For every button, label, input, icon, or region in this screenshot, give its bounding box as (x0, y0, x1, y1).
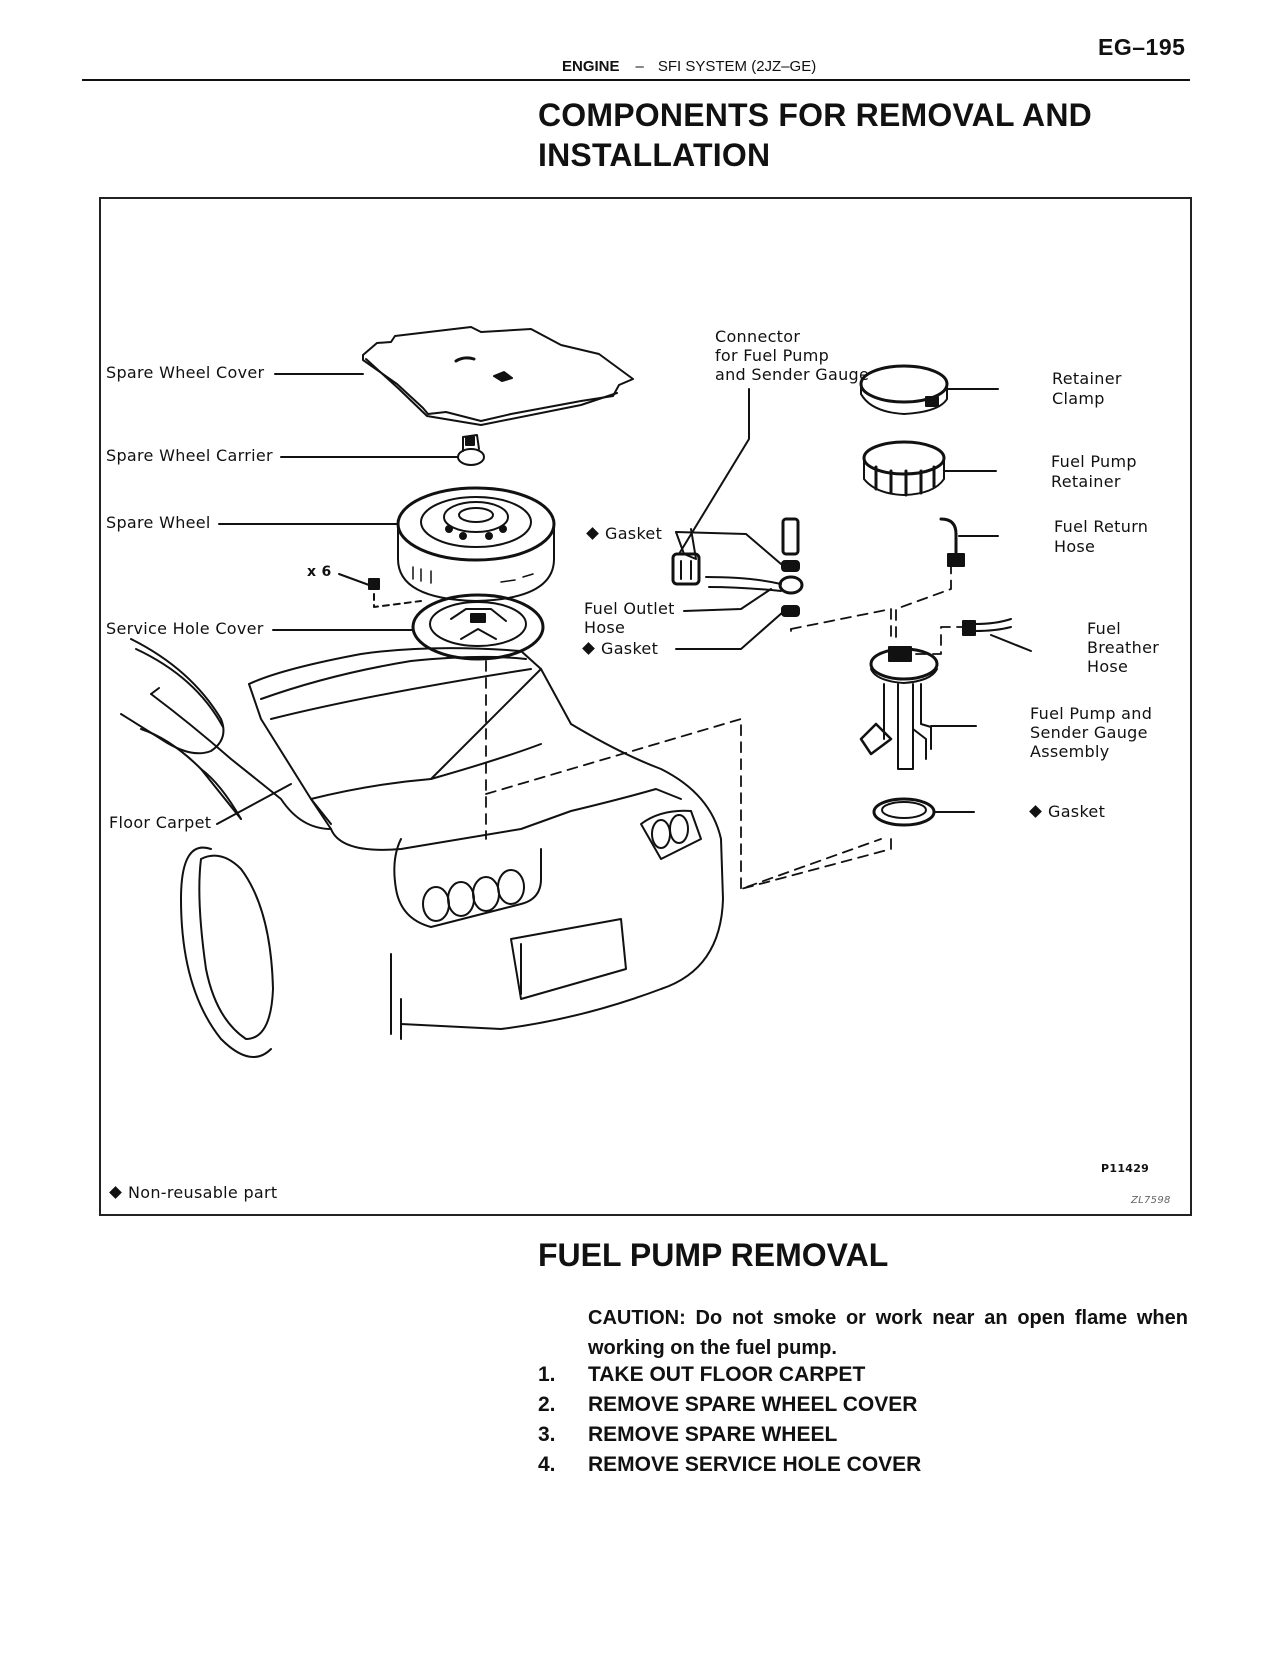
label-fuel-return-hose-line2: Hose (1054, 537, 1096, 556)
label-gasket-pump-text: Gasket (1048, 802, 1106, 821)
label-fuel-breather-hose: Fuel Breather Hose (1087, 619, 1159, 676)
fuel-pump-assembly-drawing (859, 646, 939, 770)
label-fuel-breather-hose-line3: Hose (1087, 657, 1129, 676)
label-gasket-pump: Gasket (1029, 802, 1106, 822)
fuel-outlet-fittings-drawing (705, 517, 804, 617)
section-title: FUEL PUMP REMOVAL (538, 1237, 889, 1273)
legend-text: Non-reusable part (128, 1183, 278, 1202)
leader-fuel-outlet-hose (683, 588, 772, 612)
car-body-drawing (120, 638, 724, 1058)
page-title-line1: COMPONENTS FOR REMOVAL AND (538, 97, 1092, 133)
spare-wheel-cover-drawing (362, 326, 634, 426)
legend: Non-reusable part (109, 1183, 278, 1203)
header-rule (82, 79, 1190, 81)
label-spare-wheel-cover: Spare Wheel Cover (106, 363, 265, 382)
non-reusable-diamond-icon (586, 527, 599, 540)
label-connector-line3: and Sender Gauge (715, 365, 870, 384)
label-pump-assembly: Fuel Pump and Sender Gauge Assembly (1030, 704, 1152, 761)
page-title: COMPONENTS FOR REMOVAL AND INSTALLATION (538, 95, 1092, 175)
step-text: REMOVE SPARE WHEEL COVER (588, 1393, 918, 1416)
subsection-name: SFI SYSTEM (2JZ–GE) (657, 58, 817, 75)
label-connector-line2: for Fuel Pump (715, 346, 830, 365)
assembly-guide-lines (485, 563, 964, 890)
label-pump-assembly-line1: Fuel Pump and (1030, 704, 1153, 723)
section-name: ENGINE (562, 58, 620, 75)
caution-note: CAUTION: Do not smoke or work near an op… (588, 1307, 1188, 1359)
label-fuel-outlet-hose: Fuel Outlet Hose (584, 599, 675, 637)
exploded-diagram (120, 326, 1032, 1058)
page-title-line2: INSTALLATION (538, 137, 771, 173)
leader-connector (678, 388, 750, 555)
retainer-clamp-drawing (859, 364, 949, 415)
label-pump-assembly-line2: Sender Gauge (1030, 723, 1148, 742)
label-gasket-lower: Gasket (582, 639, 659, 659)
fuel-breather-hose-drawing (962, 618, 1012, 636)
step-number: 1. (538, 1363, 556, 1386)
step-text: TAKE OUT FLOOR CARPET (588, 1363, 866, 1386)
figure-stamp: ZL7598 (1131, 1195, 1171, 1206)
step-number: 2. (538, 1393, 556, 1416)
label-gasket-lower-text: Gasket (601, 639, 659, 658)
label-spare-wheel: Spare Wheel (106, 513, 211, 532)
leader-floor-carpet (216, 783, 292, 825)
spare-wheel-carrier-drawing (457, 434, 485, 466)
fuel-return-hose-drawing (939, 517, 965, 567)
non-reusable-diamond-icon (582, 642, 595, 655)
label-connector-line1: Connector (715, 327, 801, 346)
figure-code: P11429 (1101, 1162, 1150, 1175)
label-retainer-clamp: Retainer Clamp (1052, 369, 1122, 409)
label-fuel-return-hose: Fuel Return Hose (1054, 517, 1148, 557)
fuel-pump-retainer-drawing (862, 440, 946, 497)
components-figure: Spare Wheel Cover Spare Wheel Carrier Sp… (99, 197, 1192, 1216)
label-floor-carpet: Floor Carpet (109, 813, 212, 832)
service-hole-cover-drawing (411, 593, 545, 661)
page-number: EG–195 (1098, 34, 1186, 60)
label-fuel-breather-hose-line1: Fuel (1087, 619, 1121, 638)
leader-fuel-breather-hose (990, 634, 1032, 652)
label-gasket-upper: Gasket (586, 524, 663, 544)
spare-wheel-drawing (396, 486, 556, 602)
label-gasket-upper-text: Gasket (605, 524, 663, 543)
label-fuel-pump-retainer-line2: Retainer (1051, 472, 1121, 491)
label-fuel-outlet-hose-line2: Hose (584, 618, 626, 637)
step-text: REMOVE SPARE WHEEL (588, 1423, 838, 1446)
leader-gasket-upper (675, 531, 782, 565)
leader-gasket-lower (675, 611, 784, 650)
label-retainer-clamp-line2: Clamp (1052, 389, 1105, 408)
separator: – (635, 58, 644, 75)
running-head: ENGINE–SFI SYSTEM (2JZ–GE) (562, 58, 816, 75)
label-fuel-pump-retainer-line1: Fuel Pump (1051, 452, 1137, 471)
label-connector: Connector for Fuel Pump and Sender Gauge (715, 327, 869, 384)
step-number: 3. (538, 1423, 556, 1446)
label-retainer-clamp-line1: Retainer (1052, 369, 1122, 388)
connector-drawing (671, 528, 701, 586)
label-service-hole-cover: Service Hole Cover (106, 619, 264, 638)
pump-gasket-drawing (872, 797, 936, 827)
label-fuel-breather-hose-line2: Breather (1087, 638, 1160, 657)
step-number: 4. (538, 1453, 556, 1476)
non-reusable-diamond-icon (109, 1186, 122, 1199)
label-fuel-outlet-hose-line1: Fuel Outlet (584, 599, 675, 618)
label-x6: x 6 (307, 564, 332, 580)
step-text: REMOVE SERVICE HOLE COVER (588, 1453, 922, 1476)
label-fuel-pump-retainer: Fuel Pump Retainer (1051, 452, 1137, 492)
label-pump-assembly-line3: Assembly (1030, 742, 1110, 761)
label-fuel-return-hose-line1: Fuel Return (1054, 517, 1149, 536)
label-spare-wheel-carrier: Spare Wheel Carrier (106, 446, 273, 465)
bolt-drawing (368, 578, 380, 590)
non-reusable-diamond-icon (1029, 805, 1042, 818)
